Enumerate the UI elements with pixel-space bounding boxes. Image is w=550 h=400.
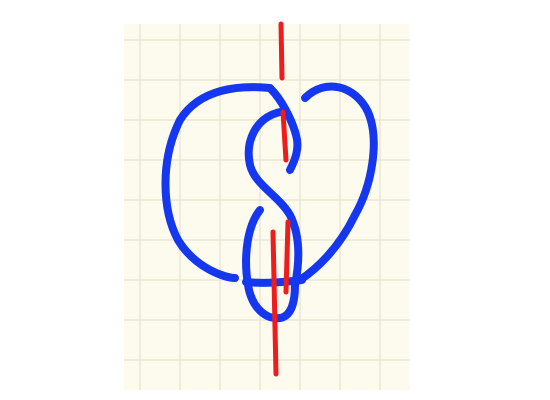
knot-lower-strand bbox=[242, 206, 299, 323]
knot-upper-hook bbox=[244, 108, 303, 289]
knot-left-loop bbox=[161, 83, 274, 282]
knot-right-loop bbox=[296, 82, 378, 284]
vertical-axis-line bbox=[270, 21, 291, 377]
knot-upper-arc bbox=[266, 84, 302, 174]
axis-low-segment bbox=[283, 219, 291, 295]
axis-top-segment bbox=[278, 21, 285, 81]
axis-bottom-segment bbox=[270, 229, 279, 377]
axis-middle-segment bbox=[280, 109, 289, 163]
